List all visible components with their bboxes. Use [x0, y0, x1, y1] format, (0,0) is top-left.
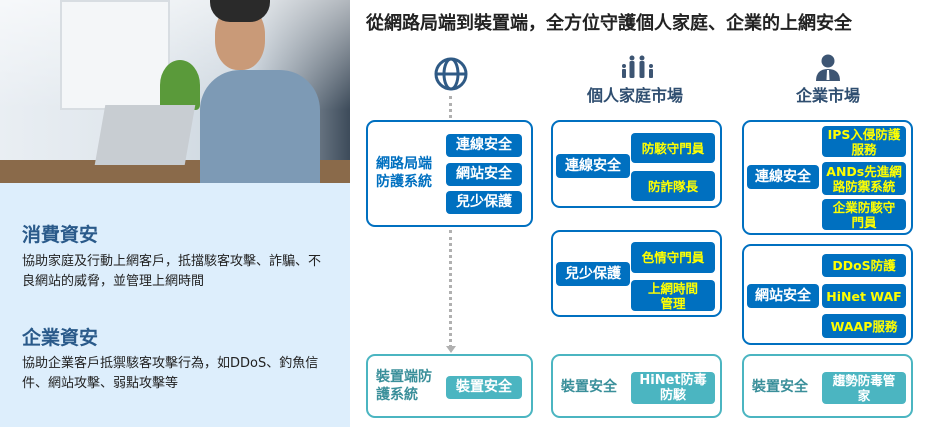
personal-connection-label[interactable]: 連線安全 [556, 154, 630, 178]
enterprise-web-item[interactable]: HiNet WAF [822, 284, 906, 308]
enterprise-text: 協助企業客戶抵禦駭客攻擊行為，如DDoS、釣魚信件、網站攻擊、弱點攻擊等 [22, 356, 319, 391]
personal-device-item[interactable]: HiNet防毒防駭 [631, 372, 715, 404]
enterprise-heading: 企業資安 [22, 327, 99, 349]
network-protection-label: 網路局端防護系統 [376, 156, 432, 190]
consumer-text: 協助家庭及行動上網客戶，抵擋駭客攻擊、詐騙、不良網站的威脅，並管理上網時間 [22, 254, 322, 289]
consumer-heading: 消費資安 [22, 224, 99, 246]
enterprise-connection-item[interactable]: 企業防駭守門員 [822, 199, 906, 230]
personal-connection-item[interactable]: 防駭守門員 [631, 133, 715, 163]
enterprise-web-item[interactable]: WAAP服務 [822, 314, 906, 338]
enterprise-device-item[interactable]: 趨勢防毒管家 [822, 372, 906, 404]
enterprise-connection-label[interactable]: 連線安全 [747, 165, 819, 189]
hero-photo [0, 0, 350, 183]
business-person-icon [816, 54, 840, 81]
globe-icon [434, 57, 468, 91]
column-header-personal: 個人家庭市場 [586, 86, 683, 105]
network-item-connection[interactable]: 連線安全 [446, 134, 522, 157]
enterprise-device-label: 裝置安全 [752, 379, 808, 395]
enterprise-connection-item[interactable]: ANDs先進網路防禦系統 [822, 162, 906, 195]
device-security-item[interactable]: 裝置安全 [446, 376, 522, 399]
page-title: 從網路局端到裝置端，全方位守護個人家庭、企業的上網安全 [366, 13, 852, 34]
personal-device-label: 裝置安全 [561, 379, 617, 395]
enterprise-web-item[interactable]: DDoS防護 [822, 254, 906, 277]
network-item-web[interactable]: 網站安全 [446, 163, 522, 186]
connector-line [449, 230, 452, 348]
arrow-down-icon [446, 346, 456, 353]
family-icon [622, 55, 653, 78]
enterprise-connection-item[interactable]: IPS入侵防護服務 [822, 126, 906, 157]
personal-child-item[interactable]: 色情守門員 [631, 242, 715, 273]
device-protection-label: 裝置端防護系統 [376, 369, 432, 403]
enterprise-web-label[interactable]: 網站安全 [747, 284, 819, 308]
personal-connection-item[interactable]: 防詐隊長 [631, 171, 715, 201]
network-item-child[interactable]: 兒少保護 [446, 191, 522, 214]
connector-line [449, 96, 452, 118]
info-panel [0, 183, 350, 427]
personal-child-item[interactable]: 上網時間管理 [631, 280, 715, 311]
column-header-enterprise: 企業市場 [795, 86, 860, 105]
personal-child-label[interactable]: 兒少保護 [556, 262, 630, 286]
